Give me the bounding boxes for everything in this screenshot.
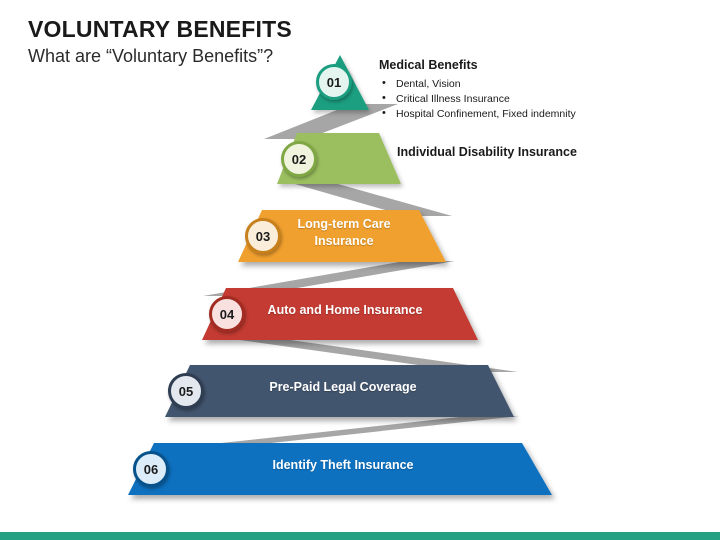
- tier-badge-01-number: 01: [326, 74, 342, 90]
- zigzag-band-1: [264, 104, 398, 139]
- tier-badge-02-number: 02: [291, 151, 307, 167]
- tier-5-label: Pre-Paid Legal Coverage: [269, 380, 417, 394]
- tier-badge-01[interactable]: 01: [316, 64, 352, 100]
- tier-badge-03-number: 03: [255, 228, 271, 244]
- tier-badge-04[interactable]: 04: [209, 296, 245, 332]
- tier-3-label-line-1: Long-term Care: [297, 217, 391, 231]
- tier-badge-06[interactable]: 06: [133, 451, 169, 487]
- tier-1-detail-block: Medical Benefits Dental, Vision Critical…: [379, 58, 669, 122]
- tier-shape-3[interactable]: [238, 210, 446, 262]
- tier-badge-02[interactable]: 02: [281, 141, 317, 177]
- tier-1-bullet-item: Dental, Vision: [379, 76, 669, 92]
- tier-badge-03[interactable]: 03: [245, 218, 281, 254]
- tier-3-label-line-2: Insurance: [314, 233, 374, 248]
- tier-shape-4[interactable]: [202, 288, 478, 340]
- page-subtitle: What are “Voluntary Benefits”?: [28, 46, 274, 66]
- tier-4-label: Auto and Home Insurance: [267, 303, 423, 317]
- tier-1-bullet-item: Hospital Confinement, Fixed indemnity: [379, 106, 669, 122]
- tier-shape-5[interactable]: [165, 365, 514, 417]
- zigzag-band-5: [148, 416, 519, 451]
- tier-shape-6[interactable]: [128, 443, 552, 495]
- bottom-accent-bar: [0, 532, 720, 540]
- tier-badge-04-number: 04: [219, 306, 235, 322]
- zigzag-band-group: [148, 104, 519, 451]
- zigzag-band-3: [203, 261, 455, 296]
- zigzag-band-2: [288, 182, 452, 216]
- zigzag-band-4: [233, 339, 518, 372]
- tier-2-label: Individual Disability Insurance: [397, 145, 577, 159]
- tier-1-label: Medical Benefits: [379, 58, 478, 72]
- tier-badge-06-number: 06: [143, 461, 159, 477]
- page-title: VOLUNTARY BENEFITS: [28, 16, 292, 42]
- tier-1-bullet-list: Dental, Vision Critical Illness Insuranc…: [379, 76, 669, 122]
- tier-6-label: Identify Theft Insurance: [272, 458, 414, 472]
- tier-3-label: Long-term Care Insurance: [278, 216, 410, 249]
- tier-badge-05-number: 05: [178, 383, 194, 399]
- tier-1-bullet-item: Critical Illness Insurance: [379, 91, 669, 107]
- tier-badge-05[interactable]: 05: [168, 373, 204, 409]
